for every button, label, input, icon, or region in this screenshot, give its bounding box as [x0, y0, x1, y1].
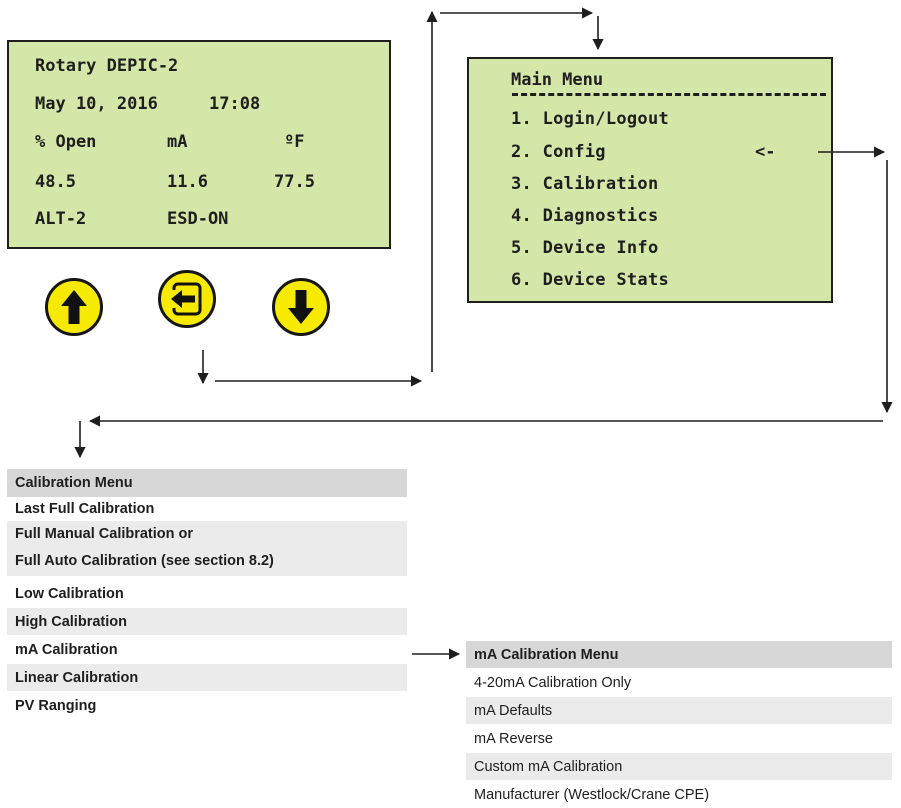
arrow-down-icon — [288, 290, 314, 324]
main-menu-item-diagnostics[interactable]: 4. Diagnostics — [511, 206, 659, 226]
device-lcd-screen: Rotary DEPIC-2 May 10, 2016 17:08 % Open… — [7, 40, 391, 249]
status-esd: ESD-ON — [167, 209, 229, 229]
device-title: Rotary DEPIC-2 — [35, 56, 179, 76]
down-button[interactable] — [272, 278, 330, 336]
arrow-up-icon — [61, 290, 87, 324]
cal-item-low[interactable]: Low Calibration — [15, 585, 124, 602]
ma-item-reverse[interactable]: mA Reverse — [474, 730, 553, 747]
main-menu-lcd-screen: Main Menu 1. Login/Logout 2. Config <- 3… — [467, 57, 833, 303]
menu-divider — [512, 93, 826, 96]
main-menu-item-device-stats[interactable]: 6. Device Stats — [511, 270, 670, 290]
calibration-menu-header: Calibration Menu — [7, 469, 407, 497]
up-button[interactable] — [45, 278, 103, 336]
cal-item-full-auto[interactable]: Full Auto Calibration (see section 8.2) — [7, 546, 407, 576]
main-menu-item-login[interactable]: 1. Login/Logout — [511, 109, 670, 129]
cal-item-last-full[interactable]: Last Full Calibration — [15, 501, 155, 517]
enter-icon — [171, 282, 202, 316]
main-menu-item-device-info[interactable]: 5. Device Info — [511, 238, 659, 258]
status-alt: ALT-2 — [35, 209, 87, 229]
menu-cursor: <- — [755, 142, 776, 162]
ma-item-4-20-only[interactable]: 4-20mA Calibration Only — [474, 674, 632, 691]
device-time: 17:08 — [209, 94, 261, 114]
main-menu-title: Main Menu — [511, 70, 604, 90]
ma-item-manufacturer[interactable]: Manufacturer (Westlock/Crane CPE) — [474, 786, 710, 803]
value-ma: 11.6 — [167, 172, 208, 192]
ma-item-custom[interactable]: Custom mA Calibration — [466, 753, 892, 780]
enter-button[interactable] — [158, 270, 216, 328]
cal-item-linear[interactable]: Linear Calibration — [7, 664, 407, 691]
ma-item-defaults[interactable]: mA Defaults — [466, 697, 892, 724]
label-ma: mA — [167, 132, 188, 152]
cal-item-ma[interactable]: mA Calibration — [15, 641, 118, 658]
ma-calibration-menu-header: mA Calibration Menu — [466, 641, 892, 668]
cal-item-full-manual[interactable]: Full Manual Calibration or — [7, 521, 407, 546]
cal-item-pv-ranging[interactable]: PV Ranging — [15, 697, 97, 714]
value-percent-open: 48.5 — [35, 172, 76, 192]
device-date: May 10, 2016 — [35, 94, 158, 114]
label-percent-open: % Open — [35, 132, 97, 152]
main-menu-item-config[interactable]: 2. Config — [511, 142, 606, 162]
label-temperature: ºF — [284, 132, 305, 152]
main-menu-item-calibration[interactable]: 3. Calibration — [511, 174, 659, 194]
cal-item-high[interactable]: High Calibration — [7, 608, 407, 635]
value-temperature: 77.5 — [274, 172, 315, 192]
